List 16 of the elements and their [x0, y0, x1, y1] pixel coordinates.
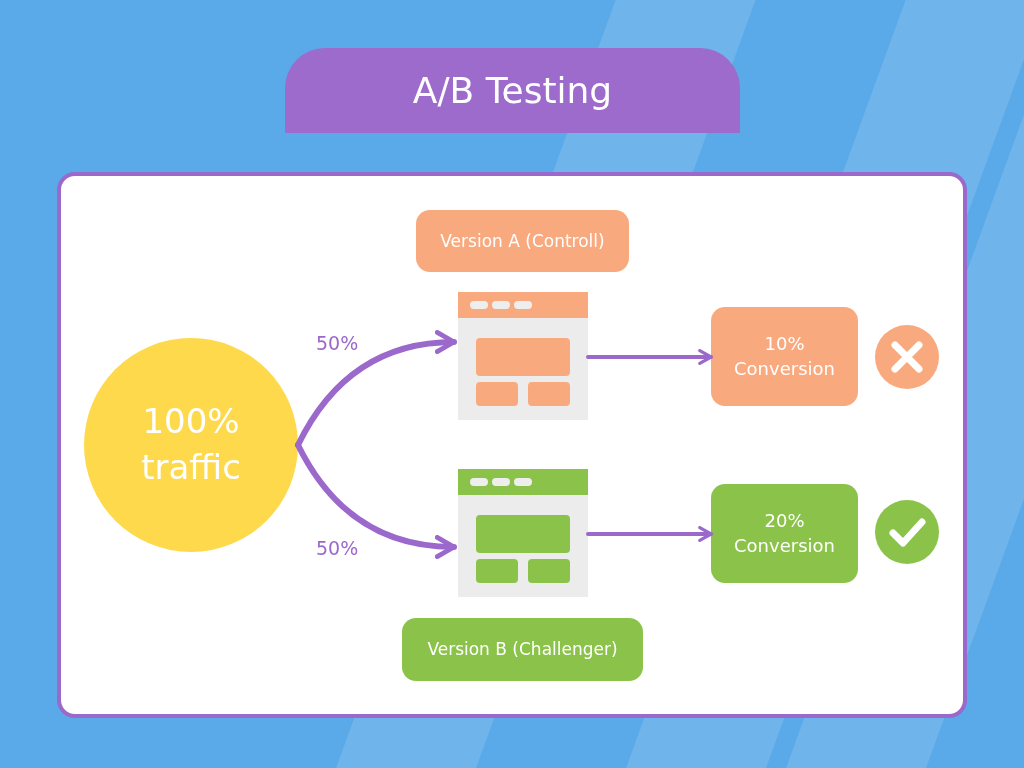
arrow — [586, 349, 713, 365]
webpage-drawing — [458, 469, 588, 597]
label-box — [711, 484, 858, 583]
node-text: 100% traffic — [140, 400, 242, 489]
webpage-drawing — [458, 292, 588, 420]
arrow — [295, 330, 457, 448]
node-text: Version A (Controll) — [439, 229, 606, 253]
label-box — [416, 210, 629, 272]
node-text: Version B (Challenger) — [426, 638, 619, 661]
arrow — [295, 442, 457, 559]
label-box — [402, 618, 643, 681]
node-text: 20% Conversion — [733, 509, 836, 558]
node-text: 10% Conversion — [733, 332, 836, 381]
title: A/B Testing — [412, 70, 613, 111]
label-box — [711, 307, 858, 406]
arrow — [586, 526, 713, 542]
